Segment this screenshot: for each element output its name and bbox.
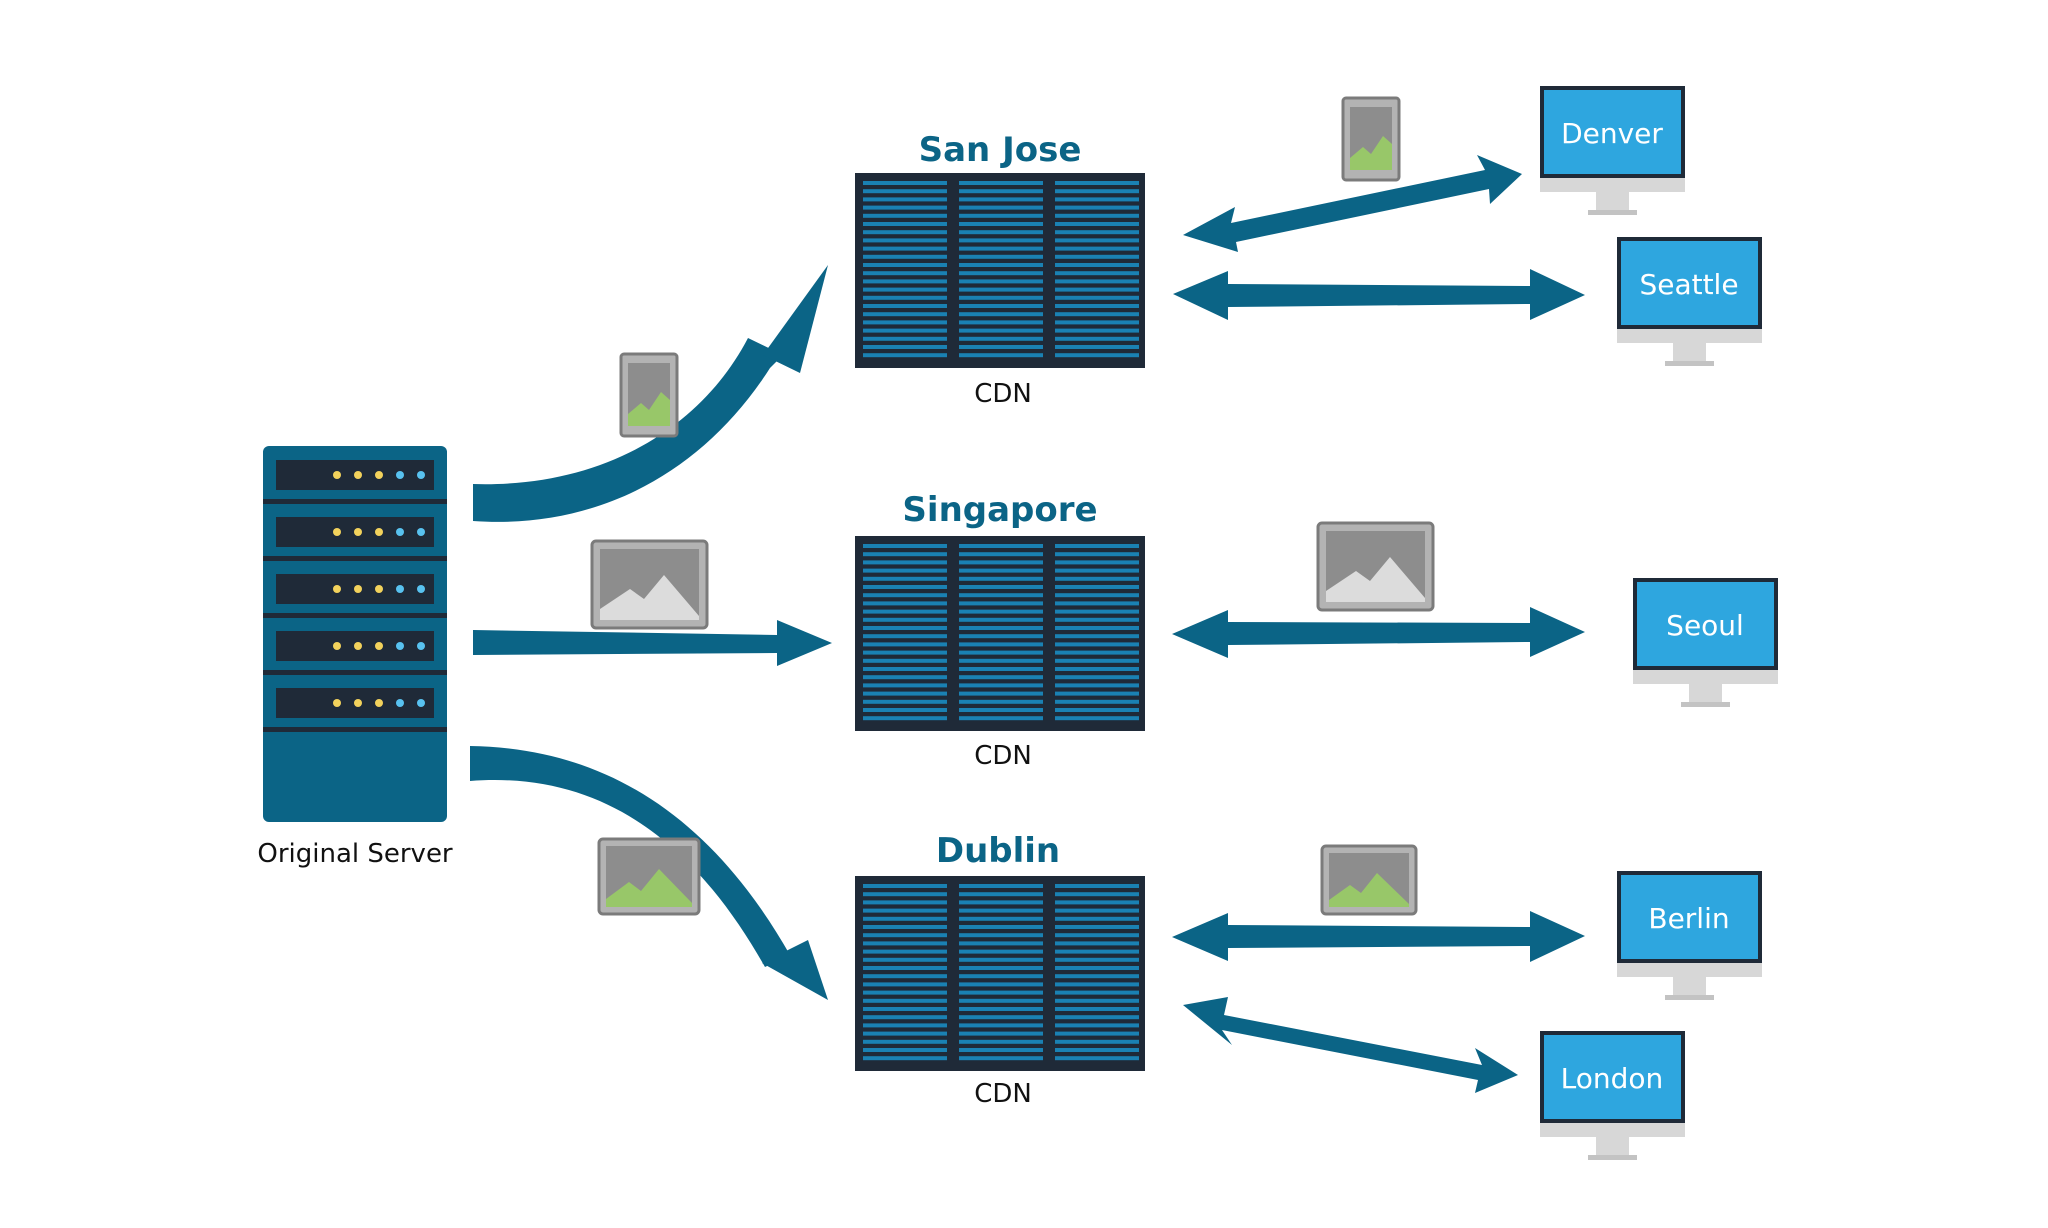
arrow-origin-to-dublin	[470, 746, 828, 1000]
arrow-dublin-berlin	[1172, 911, 1585, 962]
monitor-icon	[1540, 86, 1685, 215]
image-icon	[1316, 521, 1435, 612]
client-seoul: Seoul	[1633, 578, 1778, 707]
client-seattle: Seattle	[1617, 237, 1762, 366]
origin-server: Original Server	[257, 446, 453, 869]
cdn-label: CDN	[974, 741, 1032, 771]
client-label: Seoul	[1666, 609, 1744, 642]
cdn-city-title: San Jose	[919, 130, 1082, 170]
arrow-origin-to-singapore	[473, 620, 832, 666]
cdn-rack-icon	[855, 876, 1145, 1071]
arrow-dublin-london	[1183, 997, 1518, 1093]
server-icon	[263, 446, 447, 822]
client-label: Denver	[1561, 117, 1663, 150]
arrow-origin-to-san-jose	[473, 265, 828, 522]
arrow-san-jose-denver	[1183, 155, 1522, 252]
client-london: London	[1540, 1031, 1685, 1160]
monitor-icon	[1633, 578, 1778, 707]
cdn-node-san-jose: San Jose CDN	[855, 130, 1145, 409]
origin-label: Original Server	[257, 839, 453, 869]
arrow-san-jose-seattle	[1173, 269, 1585, 320]
monitor-icon	[1540, 1031, 1685, 1160]
image-icon	[590, 539, 709, 630]
cdn-rack-icon	[855, 536, 1145, 731]
cdn-node-dublin: Dublin CDN	[855, 831, 1145, 1109]
mobile-image-icon	[1341, 96, 1401, 182]
cdn-label: CDN	[974, 379, 1032, 409]
client-label: Seattle	[1639, 268, 1738, 301]
mobile-image-icon	[619, 352, 679, 438]
cdn-rack-icon	[855, 173, 1145, 368]
arrow-singapore-seoul	[1172, 607, 1585, 658]
client-label: Berlin	[1648, 902, 1729, 935]
client-label: London	[1561, 1062, 1664, 1095]
image-icon	[597, 837, 701, 916]
client-berlin: Berlin	[1617, 871, 1762, 1000]
monitor-icon	[1617, 871, 1762, 1000]
client-denver: Denver	[1540, 86, 1685, 215]
cdn-city-title: Dublin	[936, 831, 1060, 871]
monitor-icon	[1617, 237, 1762, 366]
cdn-node-singapore: Singapore CDN	[855, 490, 1145, 771]
cdn-city-title: Singapore	[902, 490, 1097, 530]
cdn-label: CDN	[974, 1079, 1032, 1109]
image-icon	[1320, 844, 1418, 916]
